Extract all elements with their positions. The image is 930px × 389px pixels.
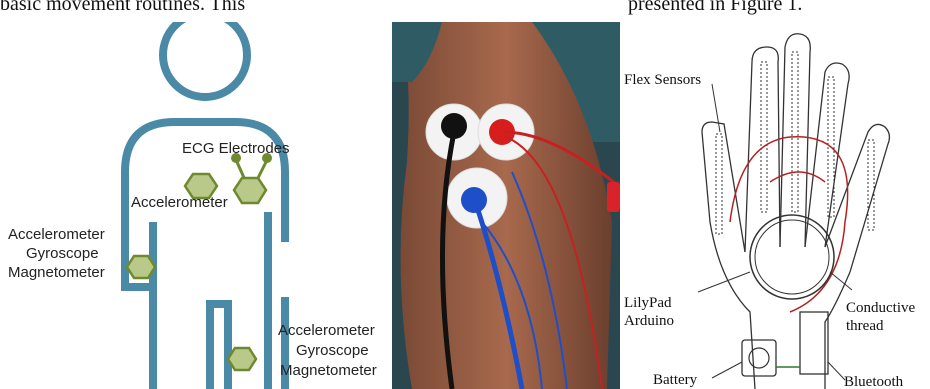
- battery-component: [742, 340, 776, 376]
- ecg-sensor-icon: [234, 178, 266, 203]
- flex-sensor-middle: [792, 52, 798, 212]
- leg-sensor-icon: [228, 348, 256, 370]
- electrode-snap-blue: [461, 187, 487, 213]
- chest-accelerometer-label: Accelerometer: [131, 194, 228, 211]
- ecg-electrodes-label: ECG Electrodes: [182, 140, 290, 157]
- leg-split: [210, 304, 228, 389]
- head-outline: [163, 22, 247, 97]
- conductive-label-line-2: thread: [846, 318, 884, 334]
- little-finger: [825, 124, 889, 272]
- leg-label-line-2: Gyroscope: [296, 342, 369, 359]
- arm-label-line-2: Gyroscope: [26, 245, 99, 262]
- palm-left: [710, 222, 755, 389]
- body-outline-svg: ECG Electrodes Accelerometer Acceleromet…: [0, 22, 392, 389]
- conductive-label-line-1: Conductive: [846, 300, 915, 316]
- index-finger: [745, 47, 780, 252]
- flex-sensors-label: Flex Sensors: [624, 72, 701, 88]
- flex-sensor-index: [761, 62, 767, 212]
- header-left-text: basic movement routines. This: [0, 0, 245, 15]
- thumb-finger: [702, 122, 745, 252]
- leg-label-line-1: Accelerometer: [278, 322, 375, 339]
- arm-electrodes-photo: [392, 22, 620, 389]
- glove-svg: Flex Sensors LilyPad Arduino Conductive …: [620, 22, 930, 389]
- flex-sensor-little: [868, 140, 874, 230]
- glove-schematic: Flex Sensors LilyPad Arduino Conductive …: [620, 22, 930, 389]
- body-sensor-diagram: ECG Electrodes Accelerometer Acceleromet…: [0, 22, 392, 389]
- lilypad-label-line-1: LilyPad: [624, 295, 672, 311]
- bluetooth-component: [800, 312, 828, 374]
- arm-sensor-icon: [127, 256, 155, 278]
- sensor-board: [607, 182, 620, 212]
- conductive-thread-path: [730, 137, 848, 312]
- flex-sensor-thumb: [716, 134, 722, 234]
- arm-photo-svg: [392, 22, 620, 389]
- bluetooth-label: Bluetooth: [844, 374, 904, 389]
- battery-label: Battery: [653, 372, 698, 388]
- figure-header-text: basic movement routines. This presented …: [0, 0, 930, 15]
- leg-label-line-3: Magnetometer: [280, 362, 377, 379]
- header-right-text: presented in Figure 1.: [628, 0, 802, 15]
- arm-label-line-1: Accelerometer: [8, 226, 105, 243]
- lilypad-board: [750, 215, 834, 299]
- arm-label-line-3: Magnetometer: [8, 264, 105, 281]
- lilypad-label-line-2: Arduino: [624, 313, 674, 329]
